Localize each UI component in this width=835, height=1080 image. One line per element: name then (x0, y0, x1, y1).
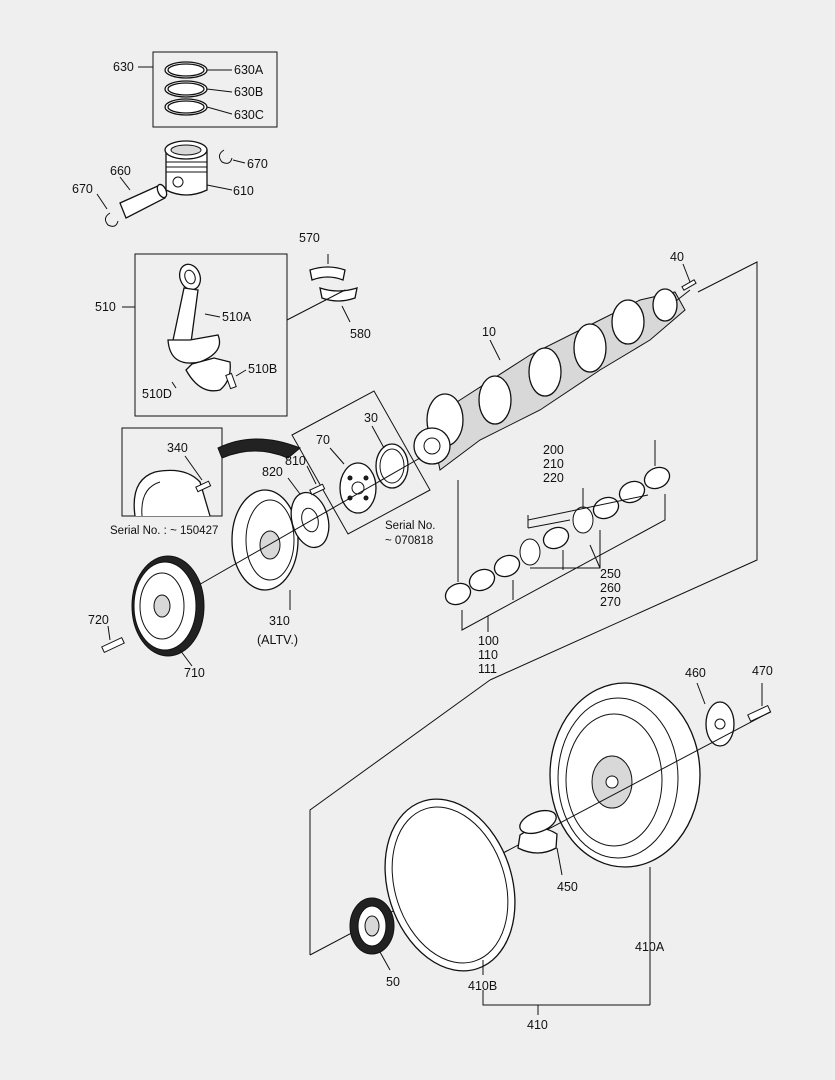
bearing-upper (309, 266, 346, 281)
crankshaft (413, 261, 758, 681)
label-630a: 630A (234, 63, 264, 77)
piston-rings-group (138, 51, 278, 128)
label-110: 110 (478, 648, 498, 662)
main-bearings (444, 440, 671, 632)
label-630: 630 (113, 60, 134, 74)
label-570: 570 (299, 231, 320, 245)
label-410a: 410A (635, 940, 665, 954)
gear-seal-group (291, 390, 431, 535)
label-30: 30 (364, 411, 378, 425)
part-labels: 630 630A 630B 630C 660 670 670 610 570 5… (72, 60, 773, 1032)
bearing-lower (319, 287, 358, 302)
bearing-shell (444, 582, 472, 606)
label-410: 410 (527, 1018, 548, 1032)
label-250: 250 (600, 567, 621, 581)
label-610: 610 (233, 184, 254, 198)
label-630c: 630C (234, 108, 264, 122)
piston-assembly (96, 140, 246, 227)
label-50: 50 (386, 975, 400, 989)
bolt-810 (309, 483, 326, 496)
label-410b: 410B (468, 979, 497, 993)
label-10: 10 (482, 325, 496, 339)
label-270: 270 (600, 595, 621, 609)
bolt-720 (101, 636, 125, 654)
label-111: 111 (478, 662, 497, 676)
label-660: 660 (110, 164, 131, 178)
connecting-rod-group (122, 253, 358, 417)
label-220: 220 (543, 471, 564, 485)
label-810: 810 (285, 454, 306, 468)
label-720: 720 (88, 613, 109, 627)
dowel-pin-40 (681, 279, 697, 291)
label-580: 580 (350, 327, 371, 341)
rod-cap (185, 357, 231, 392)
label-460: 460 (685, 666, 706, 680)
label-510a: 510A (222, 310, 252, 324)
rod-bolt (225, 372, 237, 390)
label-40: 40 (670, 250, 684, 264)
label-670-left: 670 (72, 182, 93, 196)
change-arrow (217, 438, 301, 459)
serial-note-2b: ~ 070818 (385, 535, 433, 547)
label-200: 200 (543, 443, 564, 457)
serial-note-2a: Serial No. (385, 520, 436, 532)
serial-note-1: Serial No. : ~ 150427 (110, 525, 218, 537)
ring-gear-group (349, 798, 650, 1015)
label-820: 820 (262, 465, 283, 479)
label-470: 470 (752, 664, 773, 678)
pulley-group (101, 555, 205, 667)
label-510: 510 (95, 300, 116, 314)
damper-group (189, 457, 421, 610)
label-510d: 510D (142, 387, 172, 401)
label-260: 260 (600, 581, 621, 595)
label-710: 710 (184, 666, 205, 680)
snap-ring-lower (104, 212, 119, 227)
label-670-right: 670 (247, 157, 268, 171)
piston-rings-box (152, 51, 278, 128)
label-630b: 630B (234, 85, 263, 99)
gear-seal-box (291, 390, 431, 535)
label-100: 100 (478, 634, 499, 648)
label-510b: 510B (248, 362, 277, 376)
old-pulley (133, 469, 211, 517)
label-450: 450 (557, 880, 578, 894)
old-pulley-group (121, 427, 301, 517)
label-altv: (ALTV.) (257, 633, 298, 647)
bolt-340 (195, 480, 212, 493)
label-210: 210 (543, 457, 564, 471)
connecting-rod-box (134, 253, 288, 417)
snap-ring-upper (218, 149, 233, 164)
flywheel-group (309, 679, 772, 1005)
label-310: 310 (269, 614, 290, 628)
label-70: 70 (316, 433, 330, 447)
label-340: 340 (167, 441, 188, 455)
